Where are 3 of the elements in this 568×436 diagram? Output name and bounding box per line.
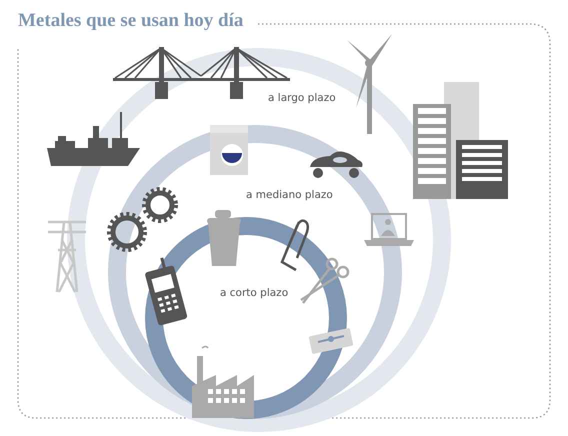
ring-label: a mediano plazo [246,189,333,201]
ring-label: a corto plazo [220,287,288,299]
ring-label: a largo plazo [268,92,336,104]
